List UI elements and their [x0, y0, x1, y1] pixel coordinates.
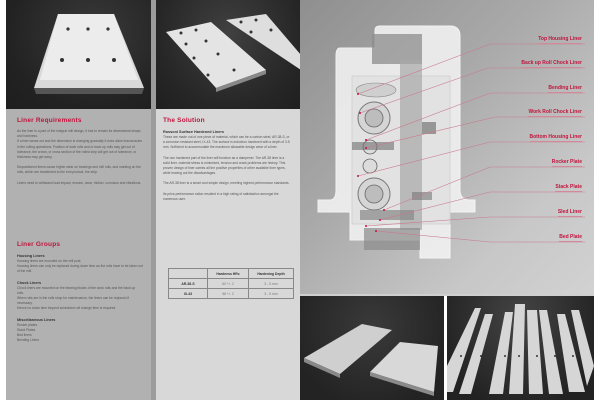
mill-stand-diagram-panel: Top Housing Liner Back up Roll Chock Lin… — [300, 0, 594, 296]
table-header: Hardness HRc — [207, 268, 249, 279]
left-text-panel: Liner Requirements As the liner is a par… — [6, 109, 151, 400]
callout-sled-liner: Sled Liner — [557, 209, 582, 217]
group-line: Housing liners can only be replaced duri… — [17, 264, 143, 274]
table-header: Hardening Depth — [248, 268, 294, 279]
table-row: IX-43 58 +/- 2 3 - 5 mm — [168, 288, 294, 299]
section-title-solution: The Solution — [163, 117, 205, 124]
paragraph: If a liner wears out and the dimension i… — [17, 139, 142, 160]
group-heading: Housing Liners — [17, 254, 45, 258]
table-cell: AR-38-S — [168, 278, 208, 289]
paragraph: Dispositioned liners cause higher wear o… — [17, 165, 141, 175]
table-cell: 3 - 5 mm — [248, 288, 294, 299]
group-heading: Chock Liners — [17, 280, 42, 285]
column-divider — [151, 0, 156, 400]
paragraph: The non hardened part of the liner will … — [163, 155, 286, 176]
callout-bending-liner: Bending Liner — [548, 85, 582, 93]
section-title-liner-groups: Liner Groups — [17, 241, 61, 248]
table-cell: 58 +/- 2 — [207, 288, 249, 299]
paragraph: The AR-38 liner is a smart and simple de… — [163, 181, 290, 186]
callout-bottom-housing-liner: Bottom Housing Liner — [529, 134, 582, 142]
group-line: Stack Plates — [17, 327, 36, 332]
callout-back-up-roll-chock-liner: Back up Roll Chock Liner — [521, 60, 582, 68]
paragraph: Liners need to withstand load impact, er… — [17, 180, 142, 185]
group-line: Chock liners are mounted on the bearing … — [17, 285, 136, 295]
callout-bed-plate: Bed Plate — [559, 234, 582, 242]
hardness-table: Hardness HRc Hardening Depth AR-38-S 60 … — [168, 268, 294, 299]
callout-rocker-plate: Rocker Plate — [551, 159, 582, 167]
paragraph: As the liner is a part of the integral m… — [17, 129, 142, 139]
callout-stack-plate: Stack Plate — [555, 184, 582, 192]
brochure-page: Liner Requirements As the liner is a par… — [6, 0, 594, 400]
single-liner-photo — [6, 0, 151, 109]
callout-top-housing-liner: Top Housing Liner — [538, 36, 582, 44]
section-title-liner-requirements: Liner Requirements — [17, 117, 82, 124]
table-cell: IX-43 — [168, 288, 208, 299]
table-cell: 60 +/- 2 — [207, 278, 249, 289]
divider-line — [300, 294, 594, 296]
table-header — [168, 268, 208, 279]
group-line: Housing liners are mounted on the mill p… — [17, 259, 82, 263]
table-row: AR-38-S 60 +/- 2 3 - 5 mm — [168, 278, 294, 289]
group-line: Bending Liners — [17, 338, 39, 343]
group-heading: Miscellaneous Liners — [17, 317, 56, 322]
chock-liners-photo — [300, 296, 444, 400]
middle-text-panel: The Solution Rossoni Surface Hardened Li… — [156, 109, 301, 400]
twin-liners-photo — [156, 0, 301, 109]
group-line: Bed liners — [17, 333, 32, 338]
table-cell: 3 - 5 mm — [248, 278, 294, 289]
paragraph: These are made out of one piece of mater… — [163, 135, 290, 150]
mill-stand-cutaway-diagram — [317, 25, 585, 259]
group-line: Hence no down time beyond scheduled roll… — [17, 306, 117, 311]
liner-plates-photo — [447, 296, 594, 400]
table-header-row: Hardness HRc Hardening Depth — [168, 268, 294, 279]
callout-work-roll-chock-liner: Work Roll Chock Liner — [528, 109, 582, 117]
group-line: When rolls are in the rolls shop for mai… — [17, 296, 129, 306]
paragraph: Its price-performance ration resulted in… — [163, 191, 279, 201]
group-line: Rocker plates — [17, 322, 38, 327]
solution-subtitle: Rossoni Surface Hardened Liners — [163, 130, 224, 134]
